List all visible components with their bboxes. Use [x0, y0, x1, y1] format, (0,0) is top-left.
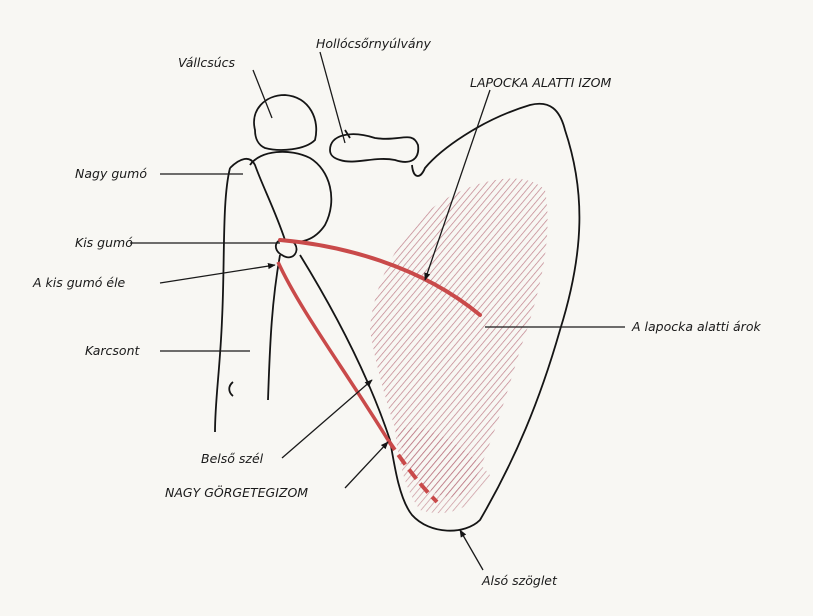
- subscapularis-tendon: [278, 238, 482, 317]
- leader-also-szoglet: [459, 529, 484, 571]
- label-belso-szel: Belső szél: [201, 451, 264, 466]
- teres-major: [276, 261, 390, 441]
- label-karcsont: Karcsont: [85, 343, 141, 358]
- leader-hollocsor: [319, 51, 346, 144]
- coracoid-process: [329, 129, 420, 163]
- acromion: [253, 94, 318, 151]
- label-kis-gumo-ele: A kis gumó éle: [32, 275, 126, 290]
- leader-vallcsucs: [252, 69, 273, 119]
- label-nagy-gorgeteg: NAGY GÖRGETEGIZOM: [165, 484, 308, 500]
- label-kis-gumo: Kis gumó: [75, 235, 133, 250]
- leader-lapocka-izom: [424, 89, 491, 281]
- leader-nagy-gorgeteg: [344, 441, 389, 489]
- humerus-shaft: [214, 167, 281, 433]
- leader-belso-szel: [281, 379, 373, 459]
- humeral-head: [249, 150, 333, 243]
- teres-major-dashed: [386, 438, 439, 504]
- label-also-szoglet: Alsó szöglet: [481, 573, 558, 588]
- leader-kis-gumo-ele: [159, 263, 276, 284]
- label-lapocka-izom: LAPOCKA ALATTI IZOM: [470, 75, 612, 90]
- label-hollocsor: Hollócsőrnyúlvány: [316, 36, 432, 51]
- label-nagy-gumo: Nagy gumó: [75, 166, 147, 181]
- label-vallcsucs: Vállcsúcs: [178, 55, 236, 70]
- greater-tubercle-line: [229, 158, 286, 241]
- subscapular-fossa-hatch: [370, 178, 548, 498]
- label-arok: A lapocka alatti árok: [631, 319, 761, 334]
- small-mark: [228, 381, 234, 397]
- lower-hatch: [395, 427, 490, 514]
